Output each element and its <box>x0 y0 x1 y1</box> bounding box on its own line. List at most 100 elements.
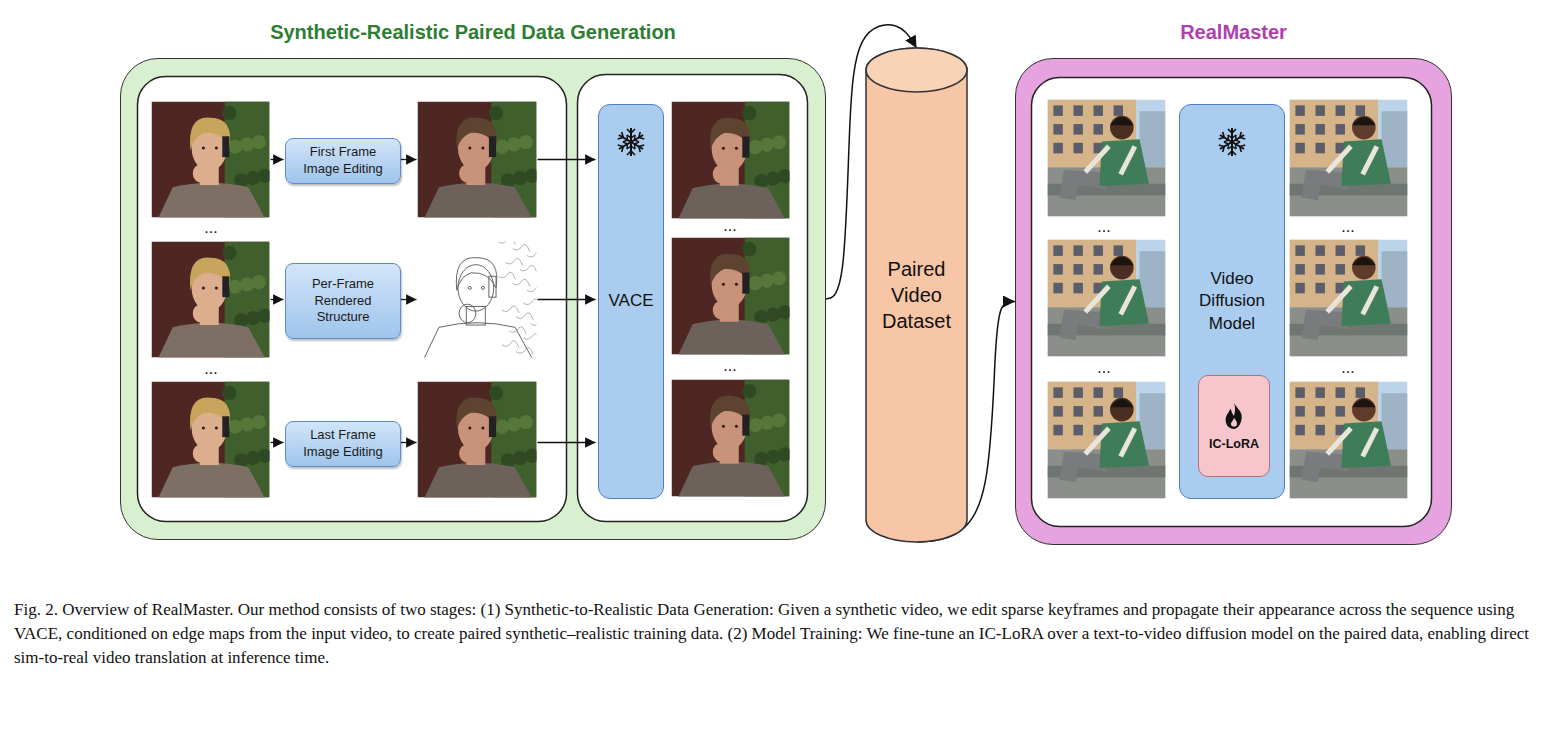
illustration-shape <box>1073 105 1082 116</box>
illustration-shape <box>222 416 229 437</box>
illustration-shape <box>1121 286 1135 314</box>
illustration-shape <box>519 135 533 149</box>
illustration-shape <box>1073 406 1082 417</box>
illustration-shape <box>1053 264 1062 275</box>
illustration-shape <box>1053 283 1062 294</box>
frozen-icon <box>1215 125 1249 159</box>
illustration-shape <box>1336 245 1345 256</box>
scene-image <box>1290 240 1408 357</box>
flow-arrow <box>401 159 417 160</box>
illustration-shape <box>246 311 260 325</box>
illustration-shape <box>742 106 756 120</box>
illustration-shape <box>1094 105 1103 116</box>
illustration-shape <box>1073 425 1082 436</box>
illustration-shape <box>468 426 471 429</box>
illustration-shape <box>423 463 532 498</box>
illustration-shape <box>766 308 780 322</box>
illustration-shape <box>519 415 533 429</box>
illustration-shape <box>246 451 260 465</box>
illustration-shape <box>742 137 749 158</box>
illustration-shape <box>507 417 521 431</box>
model-block: Video Diffusion ModelIC-LoRA <box>1179 104 1285 499</box>
illustration-shape <box>1238 143 1245 152</box>
illustration-shape <box>527 286 537 293</box>
portrait-image <box>152 382 270 498</box>
illustration-shape <box>760 416 774 430</box>
illustration-shape <box>502 306 519 313</box>
illustration-shape <box>1327 146 1351 172</box>
figure-caption: Fig. 2. Overview of RealMaster. Our meth… <box>14 598 1542 670</box>
illustration-shape <box>1219 143 1226 152</box>
illustration-shape <box>252 415 266 429</box>
illustration-shape <box>742 273 749 294</box>
stage-panel: RealMasterVideo Diffusion ModelIC-LoRA <box>1015 58 1452 545</box>
illustration-shape <box>458 265 494 311</box>
illustration-shape <box>513 244 530 251</box>
stage-panel: Synthetic-Realistic Paired Data Generati… <box>120 58 826 540</box>
illustration-shape <box>772 271 786 285</box>
illustration-shape <box>252 135 266 149</box>
illustration-shape <box>1053 105 1062 116</box>
portrait-image <box>152 242 270 358</box>
illustration-shape <box>1295 425 1304 436</box>
illustration-shape <box>766 450 780 464</box>
illustration-shape <box>525 449 537 463</box>
illustration-shape <box>222 246 236 260</box>
ellipsis: ... <box>1341 360 1354 376</box>
illustration-shape <box>1059 452 1106 482</box>
illustration-shape <box>1295 124 1304 135</box>
portrait-image <box>418 102 537 218</box>
illustration-shape <box>1094 245 1103 256</box>
illustration-shape <box>240 277 254 291</box>
illustration-shape <box>1053 387 1062 398</box>
illustration-shape <box>627 135 635 138</box>
illustration-shape <box>193 304 210 323</box>
ellipsis: ... <box>1097 219 1110 235</box>
illustration-shape <box>772 413 786 427</box>
illustration-shape <box>1114 245 1123 256</box>
illustration-shape <box>1315 105 1324 116</box>
illustration-shape <box>713 443 730 462</box>
trainable-icon <box>1221 401 1247 431</box>
illustration-shape <box>468 286 471 289</box>
flow-arrow <box>271 442 284 443</box>
illustration-shape <box>423 323 532 358</box>
illustration-shape <box>252 275 266 289</box>
illustration-shape <box>1085 146 1109 172</box>
model-block: VACE <box>598 104 664 499</box>
illustration-shape <box>513 171 527 185</box>
illustration-shape <box>215 286 218 289</box>
illustration-shape <box>157 183 266 218</box>
illustration-shape <box>1219 132 1226 141</box>
illustration-shape <box>1110 257 1134 265</box>
illustration-shape <box>1352 256 1376 280</box>
illustration-shape <box>637 143 644 152</box>
illustration-shape <box>1295 143 1304 154</box>
illustration-shape <box>1228 135 1236 138</box>
illustration-shape <box>713 301 730 320</box>
illustration-shape <box>1315 425 1324 436</box>
panel-illustration <box>121 59 827 541</box>
illustration-shape <box>423 183 532 218</box>
illustration-shape <box>1094 387 1103 398</box>
illustration-shape <box>489 106 503 120</box>
illustration-shape <box>618 132 625 141</box>
illustration-shape <box>772 135 786 149</box>
illustration-shape <box>1336 124 1345 135</box>
illustration-shape <box>516 313 533 320</box>
illustration-shape <box>498 272 515 279</box>
illustration-shape <box>1218 132 1234 146</box>
illustration-shape <box>138 75 808 522</box>
model-label: Video Diffusion Model <box>1180 268 1284 334</box>
illustration-shape <box>1114 105 1123 116</box>
process-label: First Frame Image Editing <box>292 144 394 178</box>
illustration-shape <box>1053 425 1062 436</box>
illustration-shape <box>748 276 762 290</box>
illustration-shape <box>498 242 515 245</box>
illustration-shape <box>1110 116 1134 140</box>
illustration-shape <box>1121 428 1135 456</box>
illustration-shape <box>1363 428 1377 456</box>
illustration-shape <box>523 299 536 306</box>
illustration-shape <box>1356 245 1365 256</box>
illustration-shape <box>157 323 266 358</box>
